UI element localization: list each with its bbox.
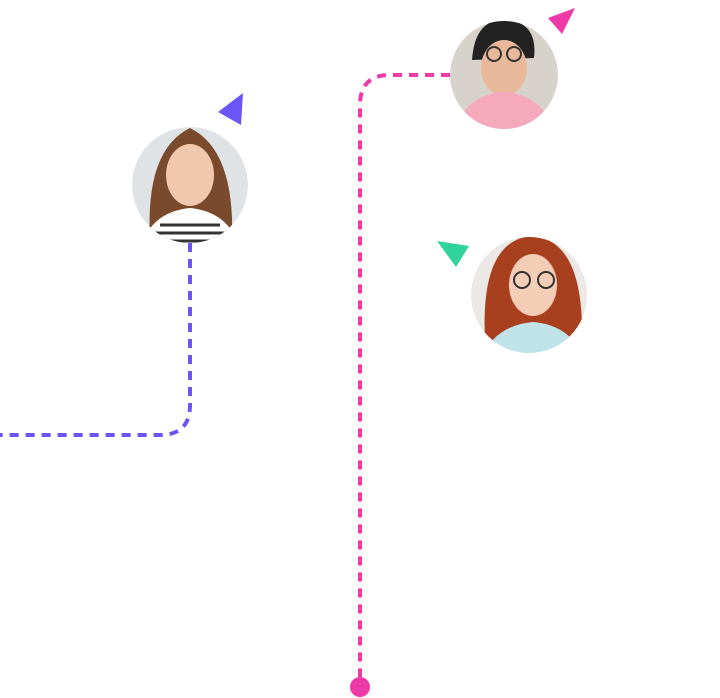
pink-pointer-icon — [548, 8, 575, 34]
purple-pointer-icon — [218, 93, 243, 125]
avatar-woman-striped-shirt[interactable] — [132, 127, 248, 250]
green-pointer-icon — [437, 241, 469, 267]
purple-dashed-connector — [0, 243, 192, 437]
avatar-person-glasses-pink-jacket[interactable] — [450, 20, 558, 135]
pink-dashed-connector — [358, 73, 450, 680]
avatar-redhead-glasses[interactable] — [471, 236, 587, 360]
pink-endpoint-dot — [350, 677, 370, 697]
